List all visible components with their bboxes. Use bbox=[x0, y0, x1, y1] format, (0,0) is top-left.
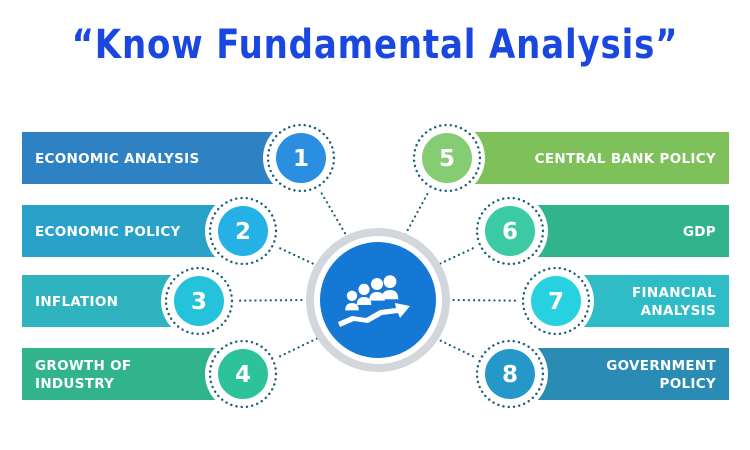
item-5: 5 CENTRAL BANK POLICY bbox=[409, 120, 729, 196]
item-label-8-line-2: POLICY bbox=[660, 376, 716, 392]
item-label-8-line-1: GOVERNMENT bbox=[606, 358, 716, 374]
item-number-2: 2 bbox=[235, 219, 251, 245]
item-number-6: 6 bbox=[502, 219, 518, 245]
item-bar-4 bbox=[22, 348, 232, 400]
item-dotted-ring-6 bbox=[475, 196, 545, 266]
item-label-2: ECONOMIC POLICY bbox=[35, 224, 181, 240]
connector-line-8 bbox=[433, 336, 479, 360]
item-dotted-ring-4 bbox=[208, 339, 278, 409]
item-1: 1 ECONOMIC ANALYSIS bbox=[22, 120, 339, 196]
page-title: “Know Fundamental Analysis” bbox=[71, 22, 679, 68]
item-label-5: CENTRAL BANK POLICY bbox=[535, 151, 716, 167]
item-bar-8 bbox=[519, 348, 729, 400]
item-bar-2 bbox=[22, 205, 232, 257]
item-number-7: 7 bbox=[548, 289, 564, 315]
item-number-circle-8 bbox=[485, 349, 535, 399]
connector-line-7 bbox=[448, 298, 522, 302]
item-number-circle-1 bbox=[276, 133, 326, 183]
connectors bbox=[233, 187, 522, 360]
item-label-7-line-2: ANALYSIS bbox=[641, 303, 716, 319]
item-4: 4 GROWTH OF INDUSTRY bbox=[22, 336, 281, 412]
connector-line-2 bbox=[274, 245, 320, 268]
connector-line-1 bbox=[318, 187, 348, 237]
business-team-growth-arrow-icon bbox=[338, 275, 410, 327]
item-bar-3 bbox=[22, 275, 182, 327]
item-dotted-ring-2 bbox=[208, 196, 278, 266]
item-bar-7 bbox=[569, 275, 729, 327]
item-number-circle-4 bbox=[218, 349, 268, 399]
item-bar-1 bbox=[22, 132, 284, 184]
item-label-3: INFLATION bbox=[35, 294, 118, 310]
item-label-6: GDP bbox=[683, 224, 716, 240]
item-number-8: 8 bbox=[502, 362, 518, 388]
item-number-3: 3 bbox=[191, 289, 207, 315]
item-label-4-line-1: GROWTH OF bbox=[35, 358, 131, 374]
hub bbox=[306, 228, 450, 372]
item-bar-5 bbox=[467, 132, 729, 184]
item-number-circle-2 bbox=[218, 206, 268, 256]
item-number-circle-3 bbox=[174, 276, 224, 326]
item-7: 7 FINANCIAL ANALYSIS bbox=[518, 263, 729, 339]
item-dotted-ring-5 bbox=[412, 123, 482, 193]
item-6: 6 GDP bbox=[472, 193, 729, 269]
item-number-5: 5 bbox=[439, 146, 455, 172]
items: 1 ECONOMIC ANALYSIS 2 ECONOMIC POLICY 3 INFLA… bbox=[22, 120, 729, 412]
connector-line-4 bbox=[274, 336, 320, 360]
item-2: 2 ECONOMIC POLICY bbox=[22, 193, 281, 269]
item-label-1: ECONOMIC ANALYSIS bbox=[35, 151, 199, 167]
item-label-7-line-1: FINANCIAL bbox=[632, 285, 716, 301]
connector-line-5 bbox=[403, 188, 431, 237]
item-number-circle-7 bbox=[531, 276, 581, 326]
connector-line-3 bbox=[233, 298, 308, 302]
item-label-4-line-2: INDUSTRY bbox=[35, 376, 114, 392]
connector-line-6 bbox=[433, 245, 479, 268]
item-bar-6 bbox=[519, 205, 729, 257]
item-dotted-ring-3 bbox=[164, 266, 234, 336]
item-dotted-ring-8 bbox=[475, 339, 545, 409]
item-8: 8 GOVERNMENT POLICY bbox=[472, 336, 729, 412]
item-number-circle-6 bbox=[485, 206, 535, 256]
item-dotted-ring-1 bbox=[266, 123, 336, 193]
item-3: 3 INFLATION bbox=[22, 263, 237, 339]
item-number-circle-5 bbox=[422, 133, 472, 183]
item-dotted-ring-7 bbox=[521, 266, 591, 336]
item-number-4: 4 bbox=[235, 362, 251, 388]
item-number-1: 1 bbox=[293, 146, 309, 172]
